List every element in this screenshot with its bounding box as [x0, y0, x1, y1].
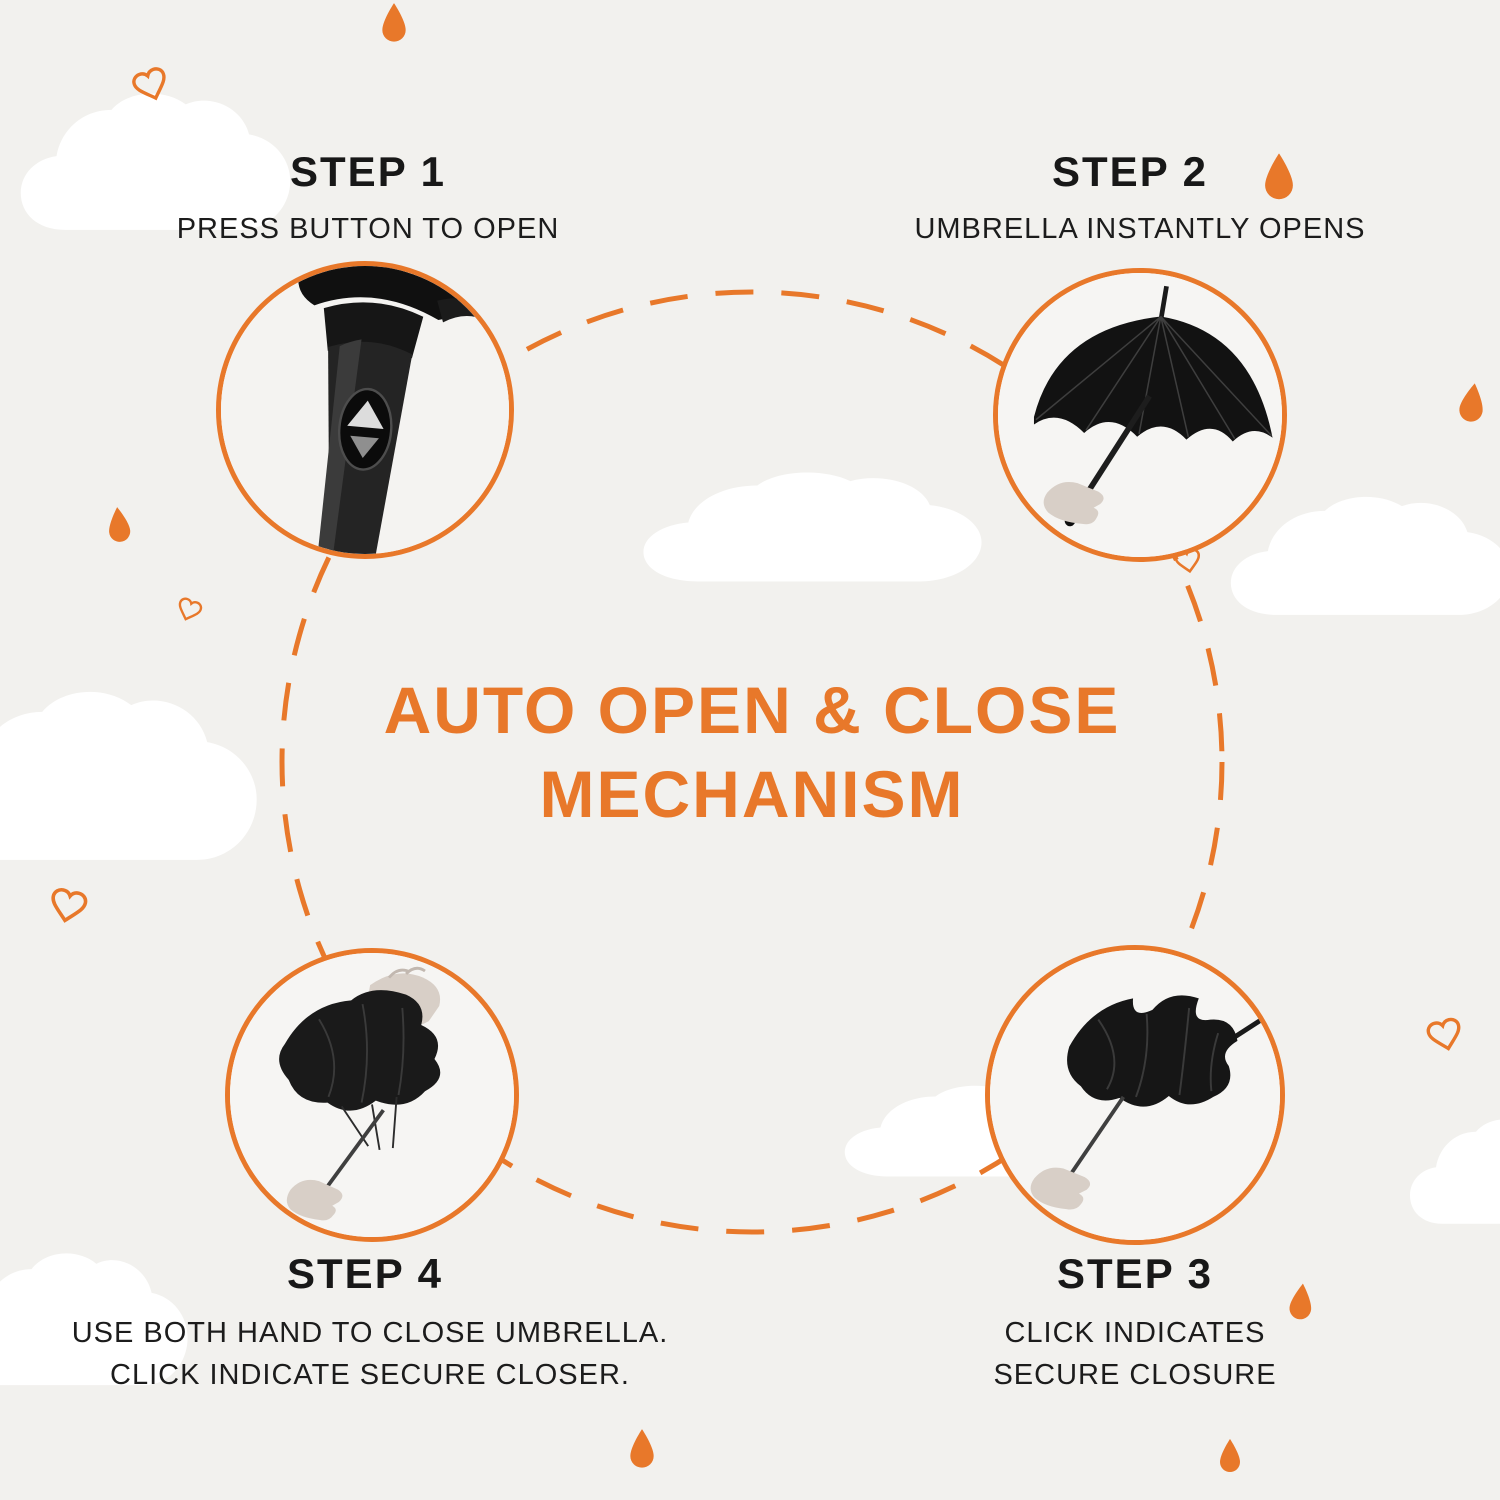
step-3-caption-line2: SECURE CLOSURE	[993, 1359, 1277, 1391]
umbrella-handle-button-illustration	[221, 266, 509, 554]
hands-closing-umbrella-illustration	[230, 953, 514, 1237]
step-3-caption: CLICK INDICATES SECURE CLOSURE	[885, 1312, 1385, 1396]
step-2-label: STEP 2	[1052, 148, 1208, 195]
step-4-caption-line1: USE BOTH HAND TO CLOSE UMBRELLA.	[71, 1317, 669, 1349]
step-4-caption-line2: CLICK INDICATE SECURE CLOSER.	[110, 1359, 630, 1391]
step-3-photo	[985, 945, 1285, 1245]
step-3-caption-line1: CLICK INDICATES	[1004, 1317, 1266, 1349]
step-2-caption: UMBRELLA INSTANTLY OPENS	[914, 213, 1366, 245]
step-1-photo	[216, 261, 514, 559]
open-umbrella-illustration	[998, 273, 1282, 557]
step-1-label: STEP 1	[290, 148, 446, 195]
folded-umbrella-illustration	[990, 950, 1280, 1240]
step-4-label: STEP 4	[287, 1250, 443, 1297]
step-1-caption: PRESS BUTTON TO OPEN	[176, 213, 560, 245]
main-title: AUTO OPEN & CLOSE MECHANISM	[250, 668, 1254, 836]
step-2-photo	[993, 268, 1287, 562]
main-title-line1: AUTO OPEN & CLOSE	[383, 673, 1121, 747]
step-4-caption: USE BOTH HAND TO CLOSE UMBRELLA. CLICK I…	[35, 1312, 705, 1396]
step-3-label: STEP 3	[1057, 1250, 1213, 1297]
step-4-photo	[225, 948, 519, 1242]
main-title-line2: MECHANISM	[539, 757, 965, 831]
